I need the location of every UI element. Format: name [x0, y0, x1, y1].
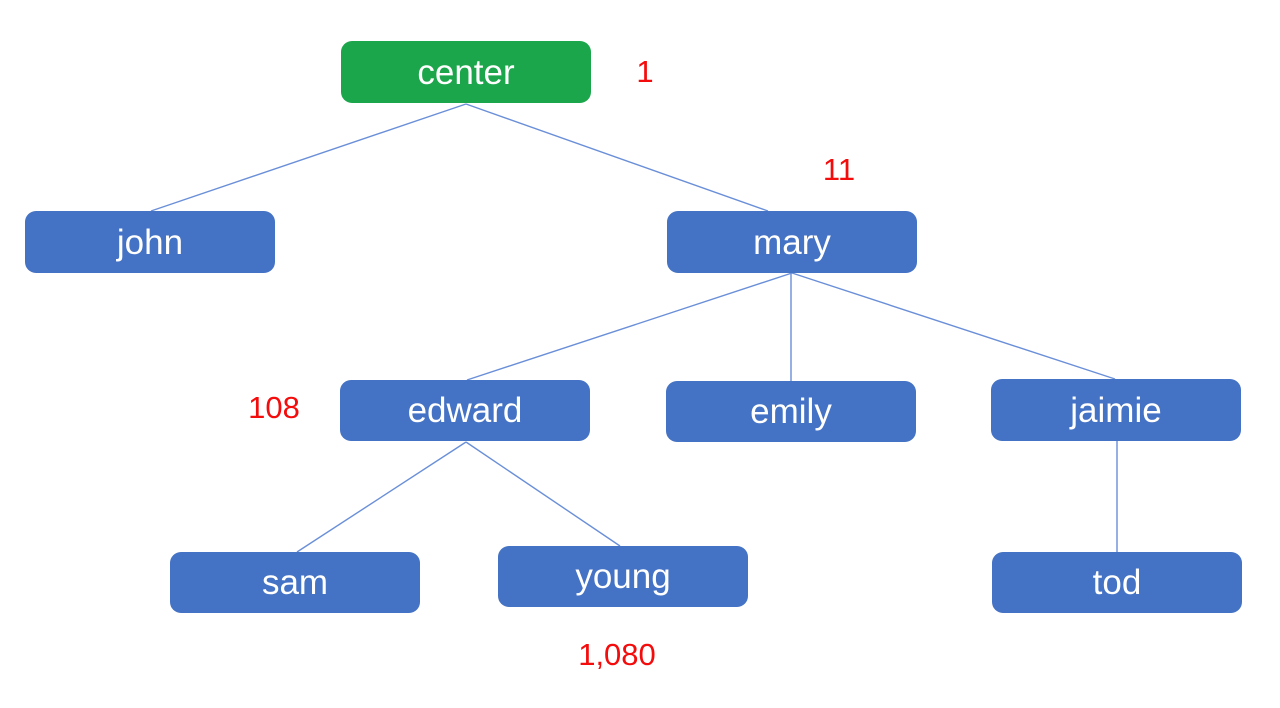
- node-edward-label: edward: [407, 391, 523, 430]
- node-tod-label: tod: [1092, 563, 1142, 602]
- edge-mary-jaimie: [791, 272, 1116, 380]
- edge-edward-sam: [296, 441, 467, 553]
- node-tod: tod: [992, 552, 1242, 613]
- node-john-label: john: [116, 222, 184, 262]
- node-jaimie-label: jaimie: [1070, 390, 1162, 430]
- node-center: center: [341, 41, 591, 103]
- annotation-mary: 11: [822, 152, 856, 187]
- edge-center-john: [150, 103, 467, 212]
- annotation-edward: 108: [248, 390, 300, 425]
- edge-edward-young: [465, 441, 621, 547]
- node-center-label: center: [417, 52, 515, 92]
- node-mary-label: mary: [753, 222, 831, 262]
- node-young: young: [498, 546, 748, 607]
- node-emily-label: emily: [750, 392, 832, 431]
- node-john: john: [25, 211, 275, 273]
- node-sam-label: sam: [261, 563, 329, 602]
- node-young-label: young: [575, 557, 671, 596]
- annotation-center: 1: [636, 54, 654, 89]
- node-emily: emily: [666, 381, 916, 442]
- node-jaimie: jaimie: [991, 379, 1241, 441]
- edge-center-mary: [465, 103, 769, 212]
- node-mary: mary: [667, 211, 917, 273]
- edge-mary-edward: [466, 272, 793, 381]
- annotation-young: 1,080: [578, 637, 656, 672]
- node-edward: edward: [340, 380, 590, 441]
- node-sam: sam: [170, 552, 420, 613]
